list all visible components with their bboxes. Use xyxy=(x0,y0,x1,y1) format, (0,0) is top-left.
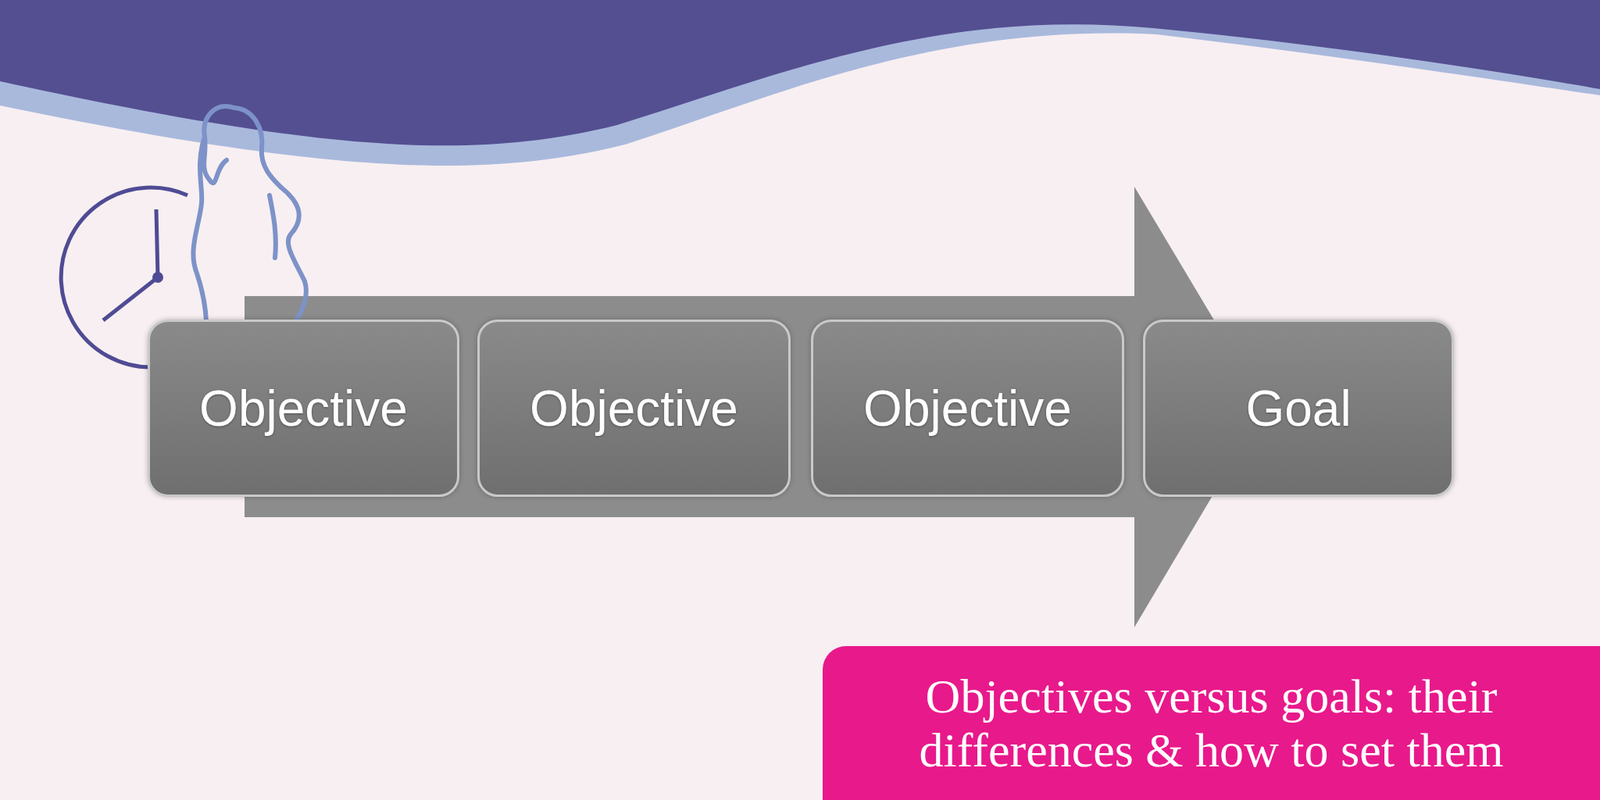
box-label: Goal xyxy=(1245,379,1351,438)
title-text: Objectives versus goals: their differenc… xyxy=(833,669,1590,776)
process-box: Objective xyxy=(477,319,791,497)
wave-band xyxy=(0,0,1600,146)
box-label: Objective xyxy=(529,379,739,438)
box-label: Objective xyxy=(199,379,408,438)
process-box: Goal xyxy=(1142,319,1454,497)
process-box: Objective xyxy=(810,319,1125,497)
box-label: Objective xyxy=(863,379,1072,438)
wave-stripe xyxy=(0,0,1600,166)
caption-banner: Objectives versus goals: their differenc… xyxy=(822,646,1600,800)
process-box: Objective xyxy=(147,319,460,497)
